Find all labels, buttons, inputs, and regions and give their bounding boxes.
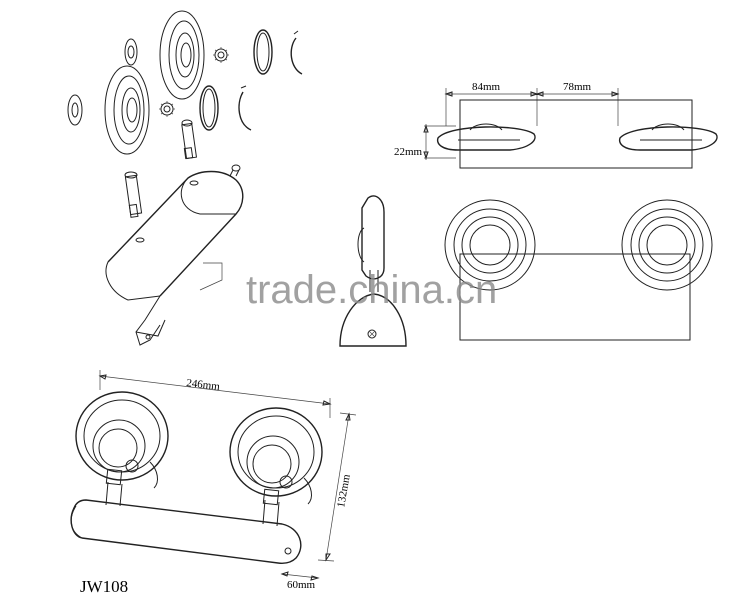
- isometric-view: 246mm 132mm 60mm: [70, 370, 357, 591]
- top-view: 84mm 78mm 22mm: [394, 81, 718, 169]
- dim-overall-length: 246mm: [186, 377, 221, 393]
- washer-lower: [67, 94, 83, 126]
- lamp-head-left-top: [436, 123, 536, 151]
- lamp-head-left-front: [444, 199, 536, 291]
- glass-lens-upper: [253, 29, 273, 75]
- lamp-head-right-top: [618, 123, 718, 151]
- iso-lamp-head-left: [75, 391, 169, 489]
- iso-lamp-head-right: [229, 407, 323, 505]
- dim-depth: 60mm: [287, 579, 316, 591]
- dim-top-left-width: 84mm: [472, 81, 501, 93]
- side-view: [339, 195, 407, 347]
- retaining-clip-lower: [238, 91, 252, 131]
- washer-upper: [124, 38, 138, 66]
- gear-nut-lower: [159, 101, 175, 117]
- front-plate: [459, 253, 691, 341]
- mounting-plate: [459, 99, 693, 169]
- lamp-holder-upper: [181, 119, 198, 160]
- dim-top-right-width: 78mm: [563, 81, 592, 93]
- screw: [229, 164, 241, 177]
- gear-nut-upper: [213, 47, 229, 63]
- front-view: [444, 199, 713, 341]
- retaining-clip-upper: [290, 37, 303, 75]
- dim-plate-height: 22mm: [394, 146, 423, 158]
- lamp-holder-lower: [124, 171, 143, 218]
- base-housing: [105, 170, 244, 346]
- glass-lens-lower: [199, 85, 219, 131]
- reflector-ring-lower: [104, 65, 150, 155]
- dim-overall-height: 132mm: [335, 473, 353, 509]
- watermark-text: trade.china.cn: [246, 268, 497, 312]
- model-label: JW108: [80, 577, 128, 596]
- reflector-ring-upper: [159, 10, 205, 100]
- exploded-view: [67, 10, 303, 346]
- lamp-head-right-front: [621, 199, 713, 291]
